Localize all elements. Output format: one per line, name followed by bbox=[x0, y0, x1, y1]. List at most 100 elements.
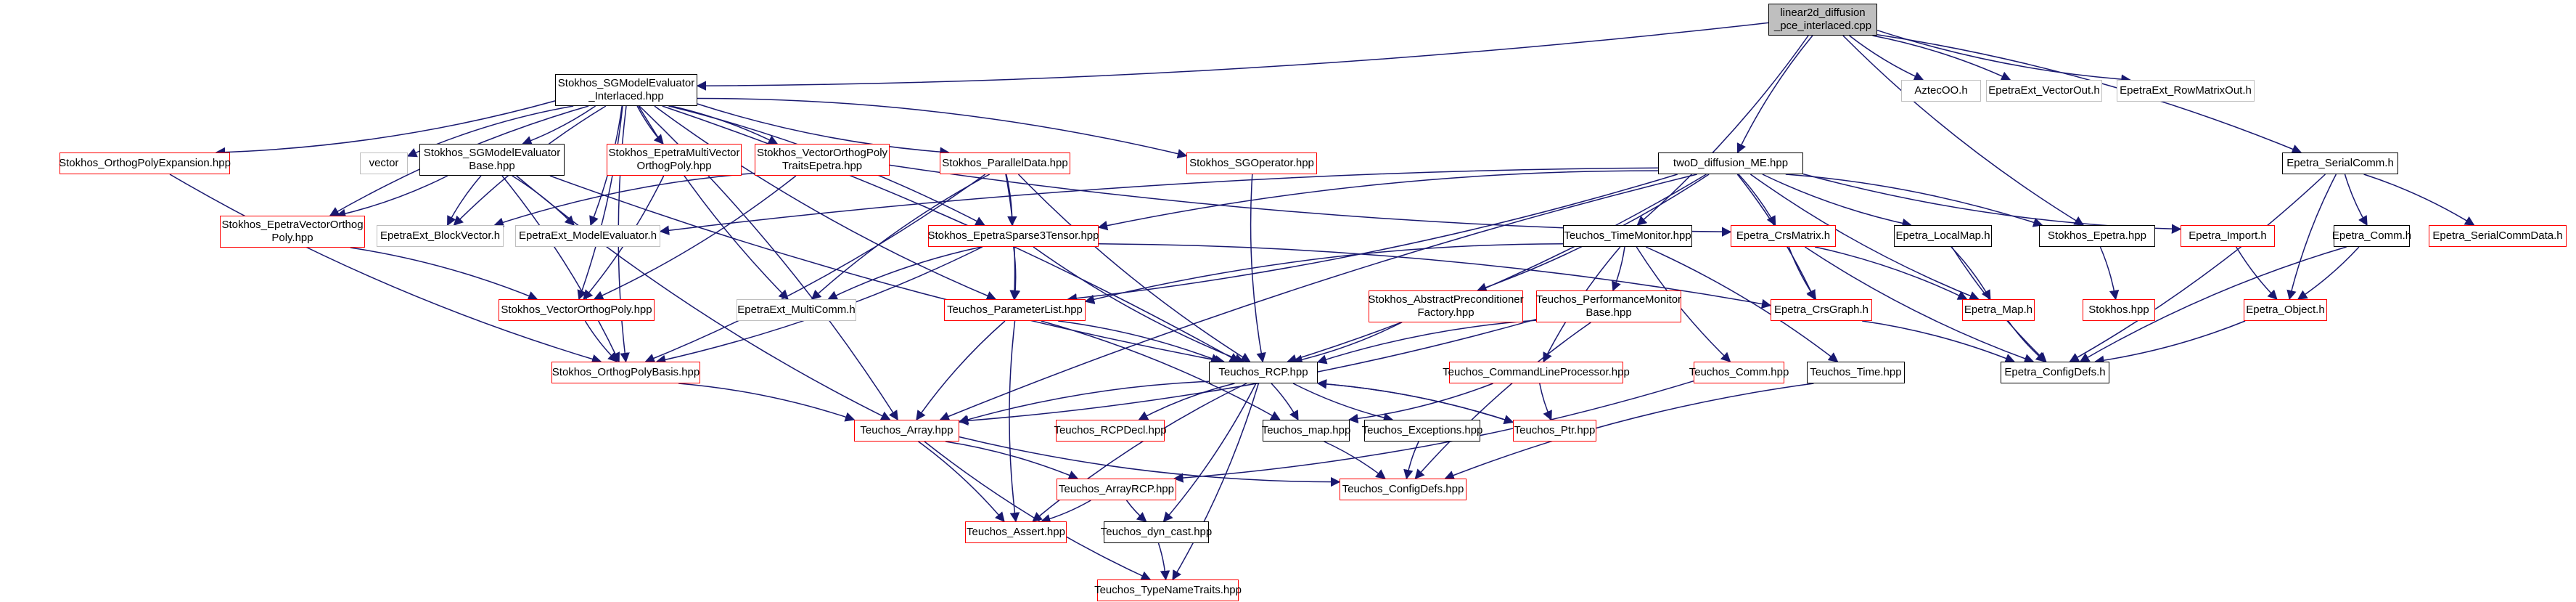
graph-node-stokhos[interactable]: Stokhos.hpp bbox=[2083, 299, 2155, 321]
graph-node-modeleval[interactable]: EpetraExt_ModelEvaluator.h bbox=[515, 225, 660, 247]
edge-sgmebase-to-blockvec bbox=[447, 175, 482, 227]
graph-node-sparse3[interactable]: Stokhos_EpetraSparse3Tensor.hpp bbox=[928, 225, 1099, 247]
graph-node-perfmon[interactable]: Teuchos_PerformanceMonitor Base.hpp bbox=[1536, 290, 1681, 322]
graph-node-array[interactable]: Teuchos_Array.hpp bbox=[854, 420, 959, 442]
edge-array-to-assert bbox=[918, 441, 1005, 523]
graph-node-vectraits[interactable]: Stokhos_VectorOrthogPoly TraitsEpetra.hp… bbox=[755, 144, 890, 176]
graph-node-vector[interactable]: vector bbox=[360, 152, 408, 174]
graph-node-rcp[interactable]: Teuchos_RCP.hpp bbox=[1209, 362, 1318, 383]
graph-node-localmap[interactable]: Epetra_LocalMap.h bbox=[1894, 225, 1992, 247]
edge-epvec-to-vop bbox=[350, 247, 538, 301]
edge-twod-to-rcp bbox=[1287, 174, 1707, 364]
graph-node-timemon[interactable]: Teuchos_TimeMonitor.hpp bbox=[1563, 225, 1692, 247]
graph-node-assert[interactable]: Teuchos_Assert.hpp bbox=[965, 521, 1067, 543]
edge-twod-to-array bbox=[939, 174, 1697, 421]
graph-node-vop[interactable]: Stokhos_VectorOrthogPoly.hpp bbox=[499, 299, 655, 321]
graph-node-arcp[interactable]: Teuchos_ArrayRCP.hpp bbox=[1057, 479, 1176, 500]
edge-twod-to-stokepetra bbox=[1785, 174, 2043, 227]
graph-node-tconfig[interactable]: Teuchos_ConfigDefs.hpp bbox=[1340, 479, 1467, 500]
edge-crsmat-to-configdefs bbox=[1804, 246, 2035, 364]
edge-vectraits-to-blockvec bbox=[493, 172, 755, 227]
graph-node-orthoexp[interactable]: Stokhos_OrthogPolyExpansion.hpp bbox=[59, 152, 231, 174]
graph-node-multivec[interactable]: Stokhos_EpetraMultiVector OrthogPoly.hpp bbox=[607, 144, 742, 176]
graph-node-multicomm[interactable]: EpetraExt_MultiComm.h bbox=[737, 299, 856, 321]
edge-sgme-to-plist bbox=[654, 105, 997, 301]
graph-node-serialcomm[interactable]: Epetra_SerialComm.h bbox=[2282, 152, 2398, 174]
graph-node-exc[interactable]: Teuchos_Exceptions.hpp bbox=[1362, 420, 1482, 442]
graph-node-ptr[interactable]: Teuchos_Ptr.hpp bbox=[1513, 420, 1596, 442]
graph-node-time[interactable]: Teuchos_Time.hpp bbox=[1807, 362, 1905, 383]
graph-node-map[interactable]: Epetra_Map.h bbox=[1962, 299, 2035, 321]
edge-plist-to-assert bbox=[1009, 320, 1020, 523]
edge-vectraits-to-crsmat bbox=[889, 164, 1732, 237]
graph-node-rowmat[interactable]: EpetraExt_RowMatrixOut.h bbox=[2117, 80, 2255, 102]
edge-rcp-to-typename bbox=[1172, 383, 1260, 581]
edge-sgme-to-vop bbox=[577, 105, 623, 301]
edge-crsmat-to-crsgraph bbox=[1788, 246, 1817, 301]
edge-twod-to-localmap bbox=[1762, 174, 1912, 229]
edge-stokepetra-to-stokhos bbox=[2099, 246, 2120, 301]
graph-node-comm[interactable]: Epetra_Comm.h bbox=[2332, 225, 2411, 247]
edge-twod-to-modeleval bbox=[659, 167, 1659, 235]
edge-serialcomm-to-object bbox=[2286, 174, 2337, 301]
graph-node-root[interactable]: linear2d_diffusion _pce_interlaced.cpp bbox=[1768, 4, 1877, 36]
edge-sgmebase-to-epvec bbox=[335, 175, 448, 219]
graph-node-absprec[interactable]: Stokhos_AbstractPreconditioner Factory.h… bbox=[1368, 290, 1524, 322]
graph-node-cmdline[interactable]: Teuchos_CommandLineProcessor.hpp bbox=[1443, 362, 1630, 383]
edge-sgme-to-sgop bbox=[697, 97, 1188, 159]
edge-rcp-to-tmap bbox=[1271, 383, 1299, 421]
graph-node-opb[interactable]: Stokhos_OrthogPolyBasis.hpp bbox=[551, 362, 700, 383]
graph-node-plist[interactable]: Teuchos_ParameterList.hpp bbox=[944, 299, 1086, 321]
edge-rcp-to-array bbox=[958, 381, 1210, 425]
edge-array-to-typename bbox=[924, 441, 1152, 581]
edge-sgme-to-parallel bbox=[697, 103, 950, 157]
graph-node-sgop[interactable]: Stokhos_SGOperator.hpp bbox=[1186, 152, 1317, 174]
edge-tcomm-to-arcp bbox=[1173, 380, 1694, 483]
edge-import-to-object bbox=[2236, 246, 2278, 300]
graph-node-twod[interactable]: twoD_diffusion_ME.hpp bbox=[1658, 152, 1803, 174]
edge-timemon-to-time bbox=[1645, 246, 1839, 362]
edge-root-to-vecout bbox=[1872, 35, 2011, 81]
edge-plist-to-array bbox=[916, 320, 1006, 421]
graph-node-blockvec[interactable]: EpetraExt_BlockVector.h bbox=[377, 225, 504, 247]
edge-parallel-to-rcp bbox=[1017, 174, 1251, 362]
graph-node-epvec[interactable]: Stokhos_EpetraVectorOrthog Poly.hpp bbox=[220, 216, 365, 248]
graph-node-stokepetra[interactable]: Stokhos_Epetra.hpp bbox=[2039, 225, 2155, 247]
graph-node-rcpdecl[interactable]: Teuchos_RCPDecl.hpp bbox=[1054, 420, 1167, 442]
graph-node-tcomm[interactable]: Teuchos_Comm.hpp bbox=[1689, 362, 1789, 383]
edge-absprec-to-rcp bbox=[1292, 322, 1403, 365]
edge-sgme-to-rcp bbox=[662, 105, 1240, 362]
graph-node-tmap[interactable]: Teuchos_map.hpp bbox=[1262, 420, 1350, 442]
graph-node-dyncast[interactable]: Teuchos_dyn_cast.hpp bbox=[1101, 521, 1212, 543]
edge-sgmebase-to-rcp bbox=[549, 175, 1225, 365]
graph-node-import[interactable]: Epetra_Import.h bbox=[2181, 225, 2275, 247]
graph-node-crsmat[interactable]: Epetra_CrsMatrix.h bbox=[1731, 225, 1836, 247]
edge-crsmat-to-map bbox=[1814, 246, 1968, 300]
edge-root-to-sgme bbox=[696, 22, 1769, 91]
edge-parallel-to-multicomm bbox=[811, 174, 990, 300]
edge-ptr-to-rcp bbox=[1316, 379, 1514, 423]
edge-sparse3-to-plist bbox=[1010, 246, 1021, 301]
graph-node-object[interactable]: Epetra_Object.h bbox=[2244, 299, 2327, 321]
edge-opb-to-array bbox=[678, 383, 856, 422]
edge-cmdline-to-tmap bbox=[1348, 383, 1493, 424]
edge-orthoexp-to-opb bbox=[169, 174, 602, 364]
graph-node-configdefs[interactable]: Epetra_ConfigDefs.h bbox=[2001, 362, 2109, 383]
edge-sparse3-to-rcp bbox=[1033, 246, 1244, 363]
graph-node-vecout[interactable]: EpetraExt_VectorOut.h bbox=[1986, 80, 2102, 102]
graph-node-parallel[interactable]: Stokhos_ParallelData.hpp bbox=[940, 152, 1070, 174]
edge-array-to-tconfig bbox=[959, 436, 1341, 487]
edge-tmap-to-tconfig bbox=[1324, 441, 1386, 479]
edge-localmap-to-map bbox=[1951, 246, 1991, 301]
graph-node-serialdata[interactable]: Epetra_SerialCommData.h bbox=[2429, 225, 2567, 247]
edge-sgmebase-to-array bbox=[516, 175, 891, 420]
edge-cmdline-to-ptr bbox=[1539, 383, 1552, 421]
graph-node-typename[interactable]: Teuchos_TypeNameTraits.hpp bbox=[1094, 579, 1242, 601]
graph-node-sgme[interactable]: Stokhos_SGModelEvaluator _Interlaced.hpp bbox=[555, 74, 697, 106]
edge-root-to-rowmat bbox=[1876, 29, 2131, 84]
graph-node-aztec[interactable]: AztecOO.h bbox=[1901, 80, 1981, 102]
graph-node-sgmebase[interactable]: Stokhos_SGModelEvaluator Base.hpp bbox=[419, 144, 565, 176]
edge-vectraits-to-vop bbox=[593, 175, 797, 301]
graph-node-crsgraph[interactable]: Epetra_CrsGraph.h bbox=[1771, 299, 1872, 321]
edge-vop-to-opb bbox=[584, 320, 618, 362]
